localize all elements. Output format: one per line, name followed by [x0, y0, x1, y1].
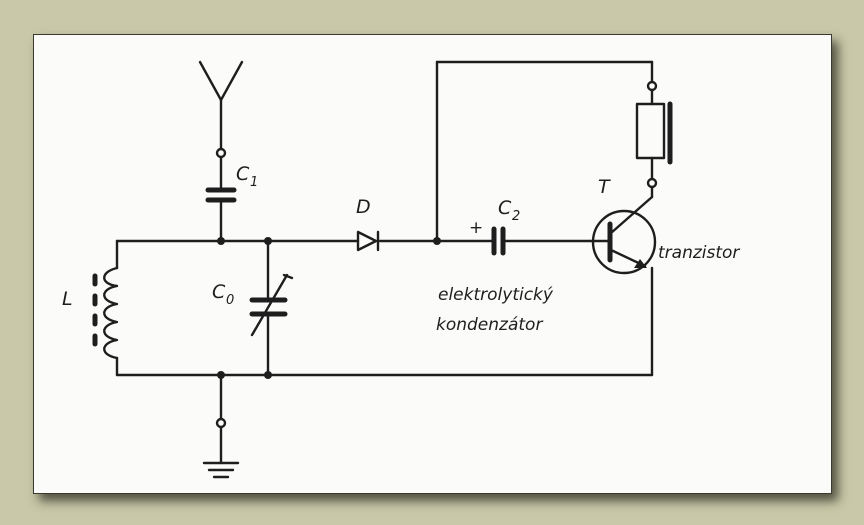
label-transistor-text: tranzistor [658, 243, 740, 263]
label-electrolytic-line2: kondenzátor [436, 315, 543, 335]
headphone-icon [635, 101, 673, 165]
label-coil: L [62, 288, 73, 310]
label-c1: C [236, 163, 250, 185]
junction-dot [217, 371, 225, 379]
label-c0: C [212, 281, 226, 303]
ground-icon [202, 425, 240, 479]
label-c2-sub: 2 [512, 209, 520, 224]
label-c2: C [498, 197, 512, 219]
capacitor-c1 [205, 155, 237, 243]
capacitor-c0 [249, 239, 294, 377]
junction-dot [433, 237, 441, 245]
transistor-t [588, 195, 657, 275]
junction-dot [264, 371, 272, 379]
label-diode: D [356, 196, 371, 218]
label-c2-plus: + [469, 218, 483, 238]
diagram-frame [33, 34, 832, 494]
junction-dots [217, 237, 441, 379]
diode-d [356, 230, 380, 252]
antenna-icon [198, 60, 244, 150]
junction-dot [217, 237, 225, 245]
label-c1-sub: 1 [250, 175, 258, 190]
coil-l [92, 239, 119, 377]
label-electrolytic-line1: elektrolytický [438, 285, 554, 305]
feedback-wire [435, 60, 654, 243]
capacitor-c2 [491, 226, 506, 256]
label-transistor: T [598, 176, 611, 198]
emitter-arrow [634, 259, 647, 268]
label-c0-sub: 0 [226, 293, 234, 308]
junction-dot [264, 237, 272, 245]
